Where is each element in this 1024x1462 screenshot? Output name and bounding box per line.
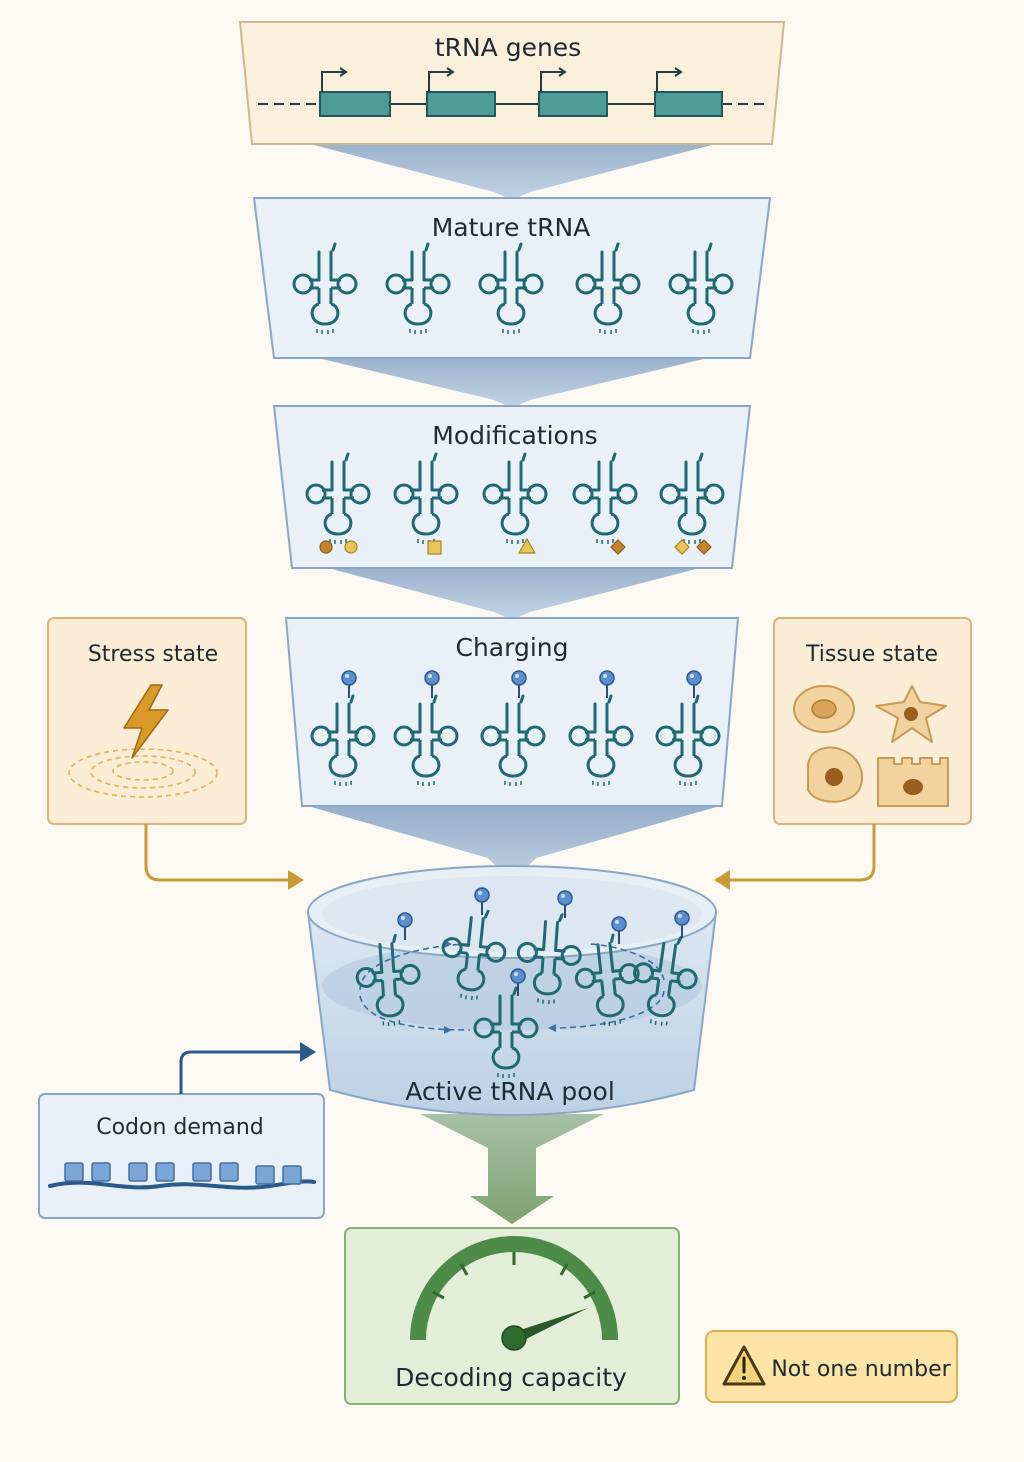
input-title-stress: Stress state	[88, 642, 218, 667]
warning-text: Not one number	[771, 1357, 951, 1382]
stage-trna-genes: tRNA genes	[238, 21, 786, 145]
input-stress-state: Stress state	[47, 617, 247, 825]
stage-modifications: Modifications	[272, 405, 752, 569]
arrow-tissue-to-pool	[714, 824, 876, 890]
funnel-mature-to-modifications	[318, 358, 708, 408]
stage-title-decoding: Decoding capacity	[395, 1363, 627, 1392]
modification-triangle-icon	[517, 537, 537, 554]
stage-title-modifications: Modifications	[432, 421, 597, 450]
warning-badge: Not one number	[705, 1330, 958, 1403]
stage-decoding-capacity: Decoding capacity	[344, 1227, 680, 1405]
modification-circle-icon	[319, 540, 333, 554]
lightning-bolt-icon	[68, 684, 218, 798]
mrna-codon-icon	[48, 1162, 316, 1190]
stage-title-charging: Charging	[456, 633, 569, 662]
gene-track-icon	[258, 67, 766, 117]
cell-types-icon	[793, 685, 949, 807]
input-codon-demand: Codon demand	[38, 1093, 325, 1219]
modification-markers	[319, 537, 712, 555]
modification-diamond-icon	[610, 539, 626, 555]
stage-title-mature: Mature tRNA	[432, 213, 591, 242]
modification-diamond-icon	[674, 539, 690, 555]
stage-title-pool: Active tRNA pool	[405, 1077, 615, 1106]
funnel-pool-to-decoding	[420, 1114, 604, 1224]
funnel-charging-to-pool	[308, 806, 720, 884]
gauge-icon	[410, 1236, 618, 1351]
input-title-codon: Codon demand	[96, 1115, 264, 1140]
modification-square-icon	[427, 540, 442, 555]
funnel-modifications-to-charging	[328, 568, 700, 620]
arrow-stress-to-pool	[144, 824, 304, 890]
stage-mature-trna: Mature tRNA	[252, 197, 772, 359]
modification-diamond-icon	[696, 539, 712, 555]
stage-title-genes: tRNA genes	[435, 33, 581, 62]
circulation-arrows	[359, 943, 665, 1031]
input-tissue-state: Tissue state	[773, 617, 972, 825]
modification-circle-icon	[344, 540, 358, 554]
stage-charging: Charging	[284, 617, 740, 807]
stage-active-trna-pool: Active tRNA pool	[306, 865, 718, 1116]
input-title-tissue: Tissue state	[805, 642, 938, 667]
warning-triangle-icon	[722, 1345, 766, 1386]
funnel-genes-to-mature	[310, 144, 716, 200]
arrow-codon-to-pool	[179, 1042, 316, 1094]
